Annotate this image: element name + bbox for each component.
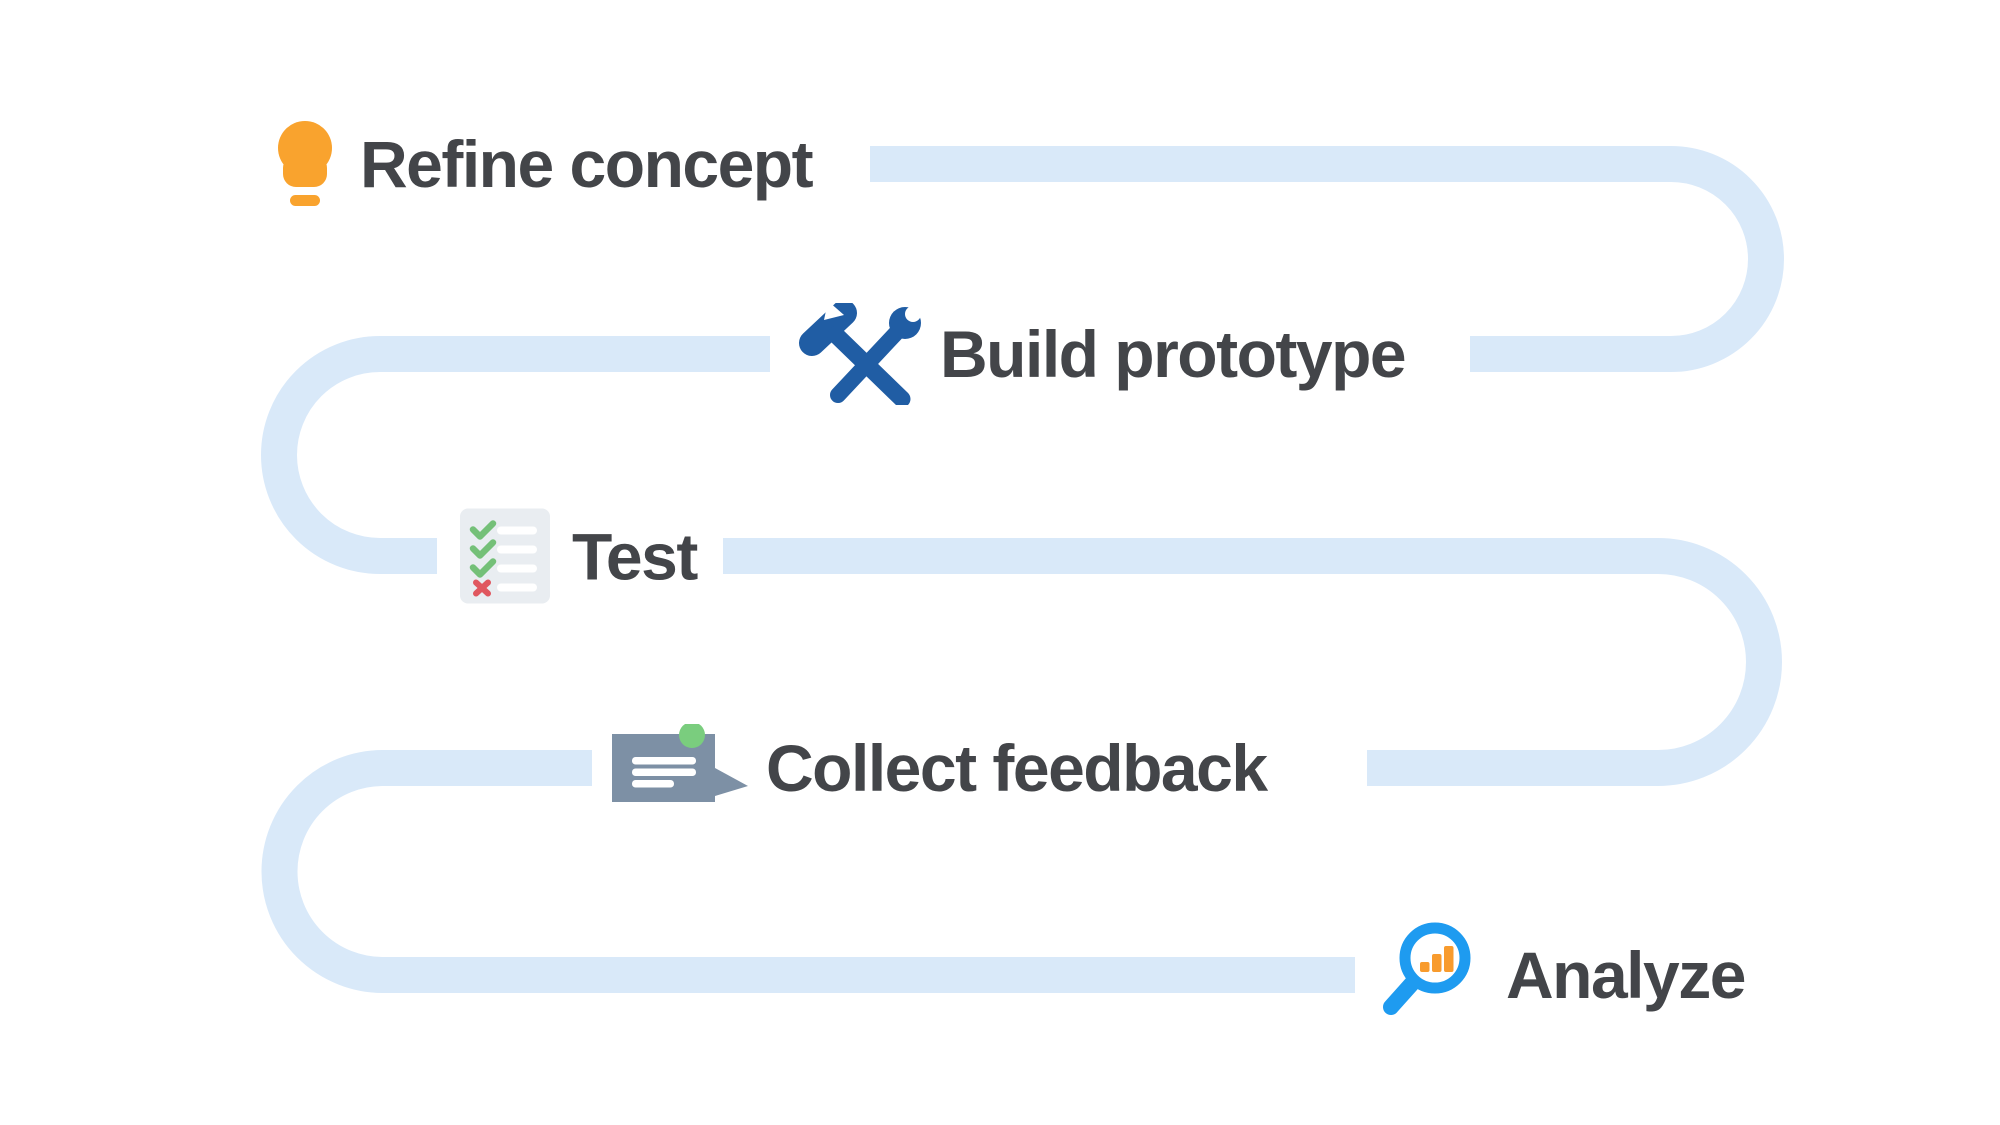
checkmarks — [469, 520, 497, 578]
lightbulb-icon — [278, 121, 332, 206]
checklist-icon — [460, 508, 550, 604]
flow-segment-4 — [261, 750, 1355, 993]
cross-mark — [473, 579, 491, 597]
step-analyze: Analyze — [1380, 922, 1746, 1027]
flow-segment-2 — [261, 336, 770, 574]
step-label: Analyze — [1506, 938, 1746, 1012]
step-collect-feedback: Collect feedback — [612, 724, 1268, 812]
notification-dot — [679, 724, 705, 748]
magnifier-chart-icon — [1383, 922, 1471, 1015]
mini-bar-chart — [1420, 946, 1454, 972]
flow-segment-1 — [870, 146, 1784, 372]
flow-path-segments — [261, 146, 1784, 993]
step-refine-concept: Refine concept — [276, 121, 814, 207]
step-label: Build prototype — [940, 317, 1407, 391]
step-test: Test — [460, 508, 698, 604]
flow-segment-3 — [723, 538, 1782, 786]
step-label: Collect feedback — [766, 731, 1268, 805]
hammer-wrench-icon — [799, 303, 930, 405]
step-label: Test — [572, 519, 698, 593]
step-build-prototype: Build prototype — [798, 303, 1407, 405]
step-label: Refine concept — [360, 127, 814, 201]
speech-bubble-icon — [612, 724, 748, 802]
